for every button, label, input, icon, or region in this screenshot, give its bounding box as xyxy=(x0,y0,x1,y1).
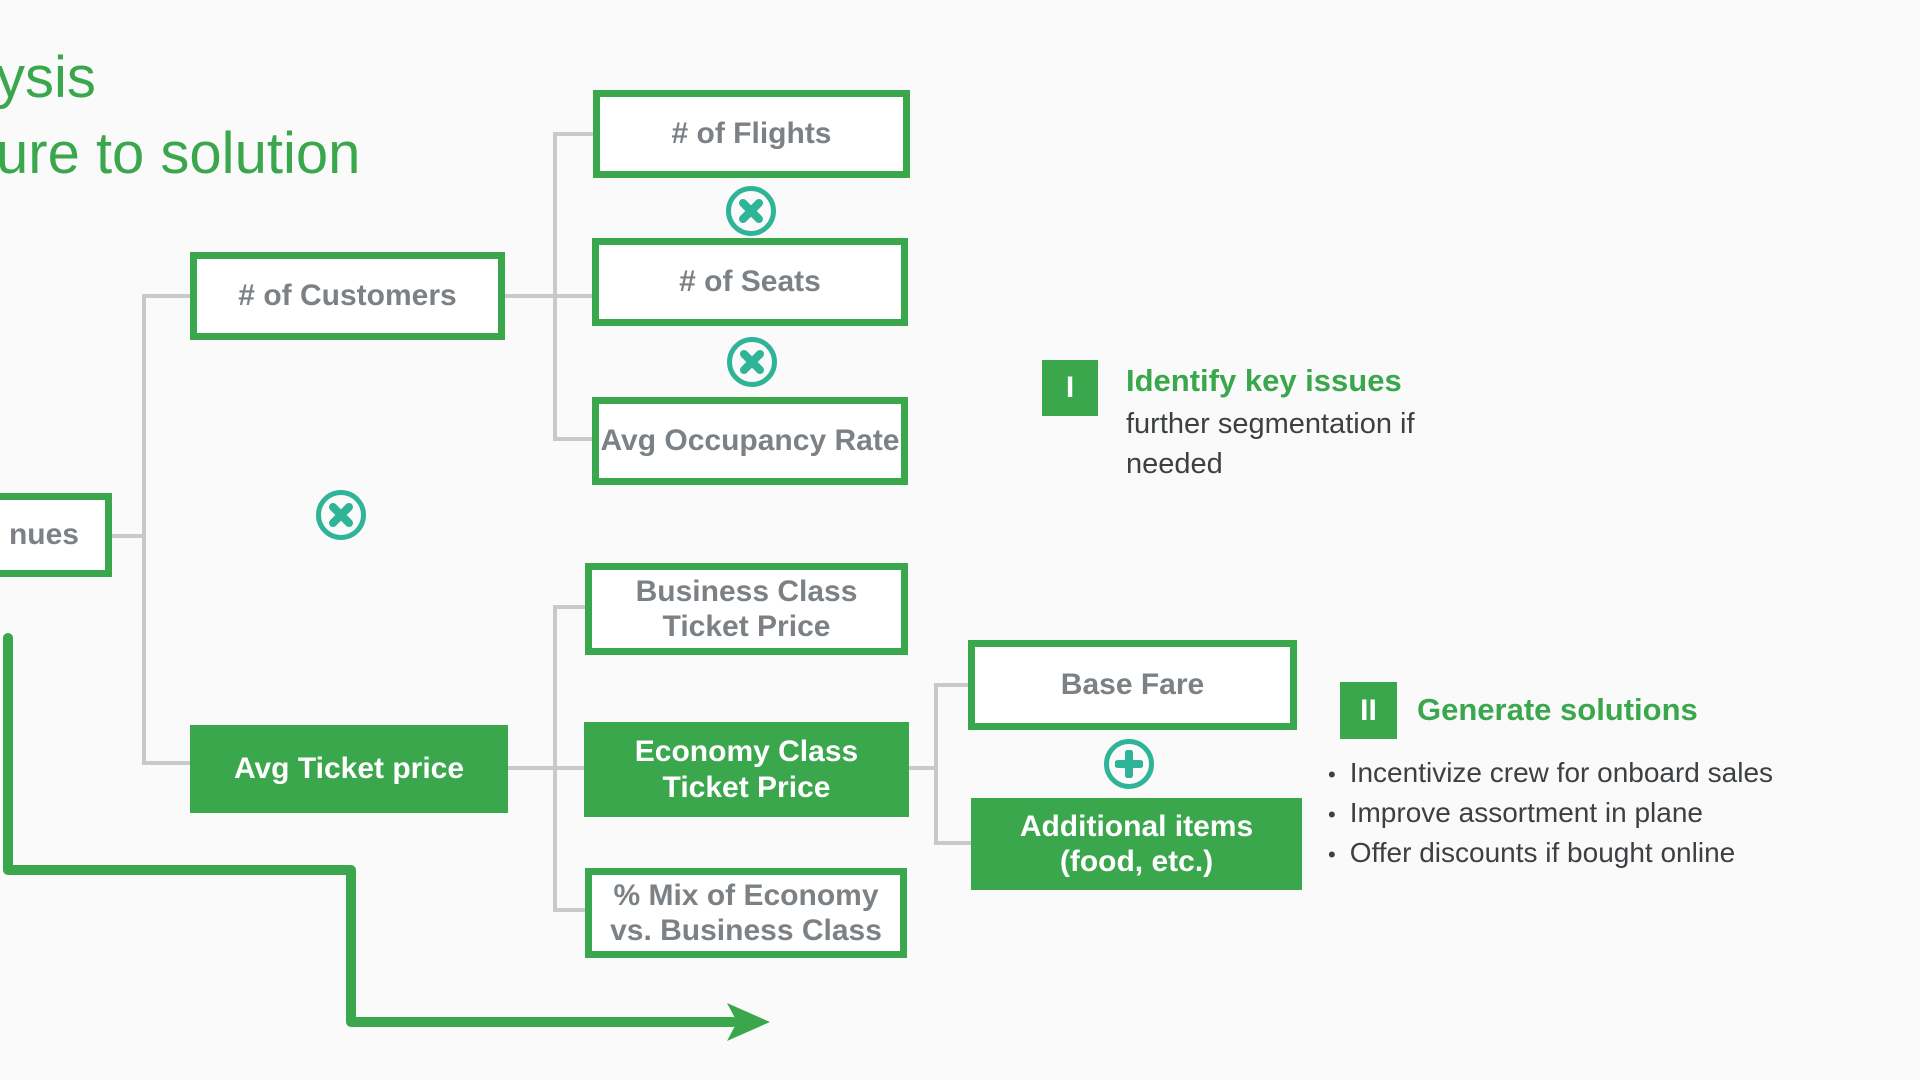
page-title: ysis ure to solution xyxy=(0,40,360,192)
process-flow-arrow xyxy=(3,633,770,1041)
node-revenues-label: nues xyxy=(8,518,79,552)
multiply-icon xyxy=(727,337,777,387)
page-title-line2: ure to solution xyxy=(0,121,361,186)
node-revenues: nues xyxy=(0,493,112,577)
list-item: • Improve assortment in plane xyxy=(1328,794,1773,834)
bullet-icon: • xyxy=(1328,842,1336,867)
node-economy-class-line2: Ticket Price xyxy=(662,770,831,804)
bullet-text: Offer discounts if bought online xyxy=(1349,837,1736,868)
step1-body: further segmentation if needed xyxy=(1126,408,1415,480)
node-flights: # of Flights xyxy=(593,90,910,178)
node-occupancy-label: Avg Occupancy Rate xyxy=(600,424,900,458)
node-avg-ticket-label: Avg Ticket price xyxy=(233,752,465,786)
connector-stub-revenues xyxy=(112,534,146,538)
connector-stub-mix xyxy=(553,908,585,912)
node-mix-line1: % Mix of Economy xyxy=(613,878,879,912)
step2-bullet-list: • Incentivize crew for onboard sales • I… xyxy=(1328,754,1773,874)
connector-trunk-root xyxy=(142,294,146,765)
step2-numeral: II xyxy=(1360,693,1377,727)
node-avg-ticket: Avg Ticket price xyxy=(190,725,508,813)
plus-icon xyxy=(1104,739,1154,789)
node-flights-label: # of Flights xyxy=(671,117,832,151)
step1-numeral-badge: I xyxy=(1042,360,1098,416)
node-additional-items-line1: Additional items xyxy=(1019,809,1254,843)
node-base-fare: Base Fare xyxy=(968,640,1297,730)
page-title-line1: ysis xyxy=(0,45,96,110)
bullet-text: Improve assortment in plane xyxy=(1349,797,1703,828)
node-seats: # of Seats xyxy=(592,238,908,326)
connector-stub-occupancy xyxy=(553,437,592,441)
list-item: • Offer discounts if bought online xyxy=(1328,834,1773,874)
list-item: • Incentivize crew for onboard sales xyxy=(1328,754,1773,794)
node-occupancy: Avg Occupancy Rate xyxy=(592,397,908,485)
node-business-class: Business Class Ticket Price xyxy=(585,563,908,655)
node-additional-items-line2: (food, etc.) xyxy=(1059,845,1214,878)
node-mix: % Mix of Economy vs. Business Class xyxy=(585,868,907,958)
connector-stub-economy xyxy=(508,766,584,770)
node-business-class-line2: Ticket Price xyxy=(662,610,831,643)
node-economy-class: Economy Class Ticket Price xyxy=(584,722,909,817)
connector-stub-avg-ticket xyxy=(142,761,190,765)
node-economy-class-line1: Economy Class xyxy=(634,735,859,769)
connector-stub-customers xyxy=(142,294,190,298)
node-business-class-line1: Business Class xyxy=(635,574,858,608)
node-seats-label: # of Seats xyxy=(679,265,821,299)
connector-stub-base-fare xyxy=(934,683,968,687)
node-base-fare-label: Base Fare xyxy=(1060,668,1205,702)
bullet-icon: • xyxy=(1328,802,1336,827)
node-customers: # of Customers xyxy=(190,252,505,340)
connector-trunk-ticket xyxy=(553,605,557,912)
node-mix-line2: vs. Business Class xyxy=(610,914,882,947)
node-additional-items: Additional items (food, etc.) xyxy=(971,798,1302,890)
step2-heading: Generate solutions xyxy=(1417,692,1698,727)
step1-heading: Identify key issues xyxy=(1126,363,1402,398)
multiply-icon xyxy=(726,186,776,236)
multiply-icon xyxy=(316,490,366,540)
connector-trunk-customers xyxy=(553,132,557,441)
connector-trunk-economy xyxy=(934,683,938,845)
connector-stub-economy-out xyxy=(909,766,938,770)
bullet-text: Incentivize crew for onboard sales xyxy=(1349,757,1774,788)
step2-numeral-badge: II xyxy=(1340,682,1397,739)
bullet-icon: • xyxy=(1328,762,1336,787)
connector-stub-additional xyxy=(934,841,971,845)
connector-stub-business xyxy=(553,605,585,609)
node-customers-label: # of Customers xyxy=(238,279,457,313)
step1-numeral: I xyxy=(1065,371,1075,404)
connector-stub-seats xyxy=(505,294,593,298)
connector-stub-flights xyxy=(553,132,593,136)
